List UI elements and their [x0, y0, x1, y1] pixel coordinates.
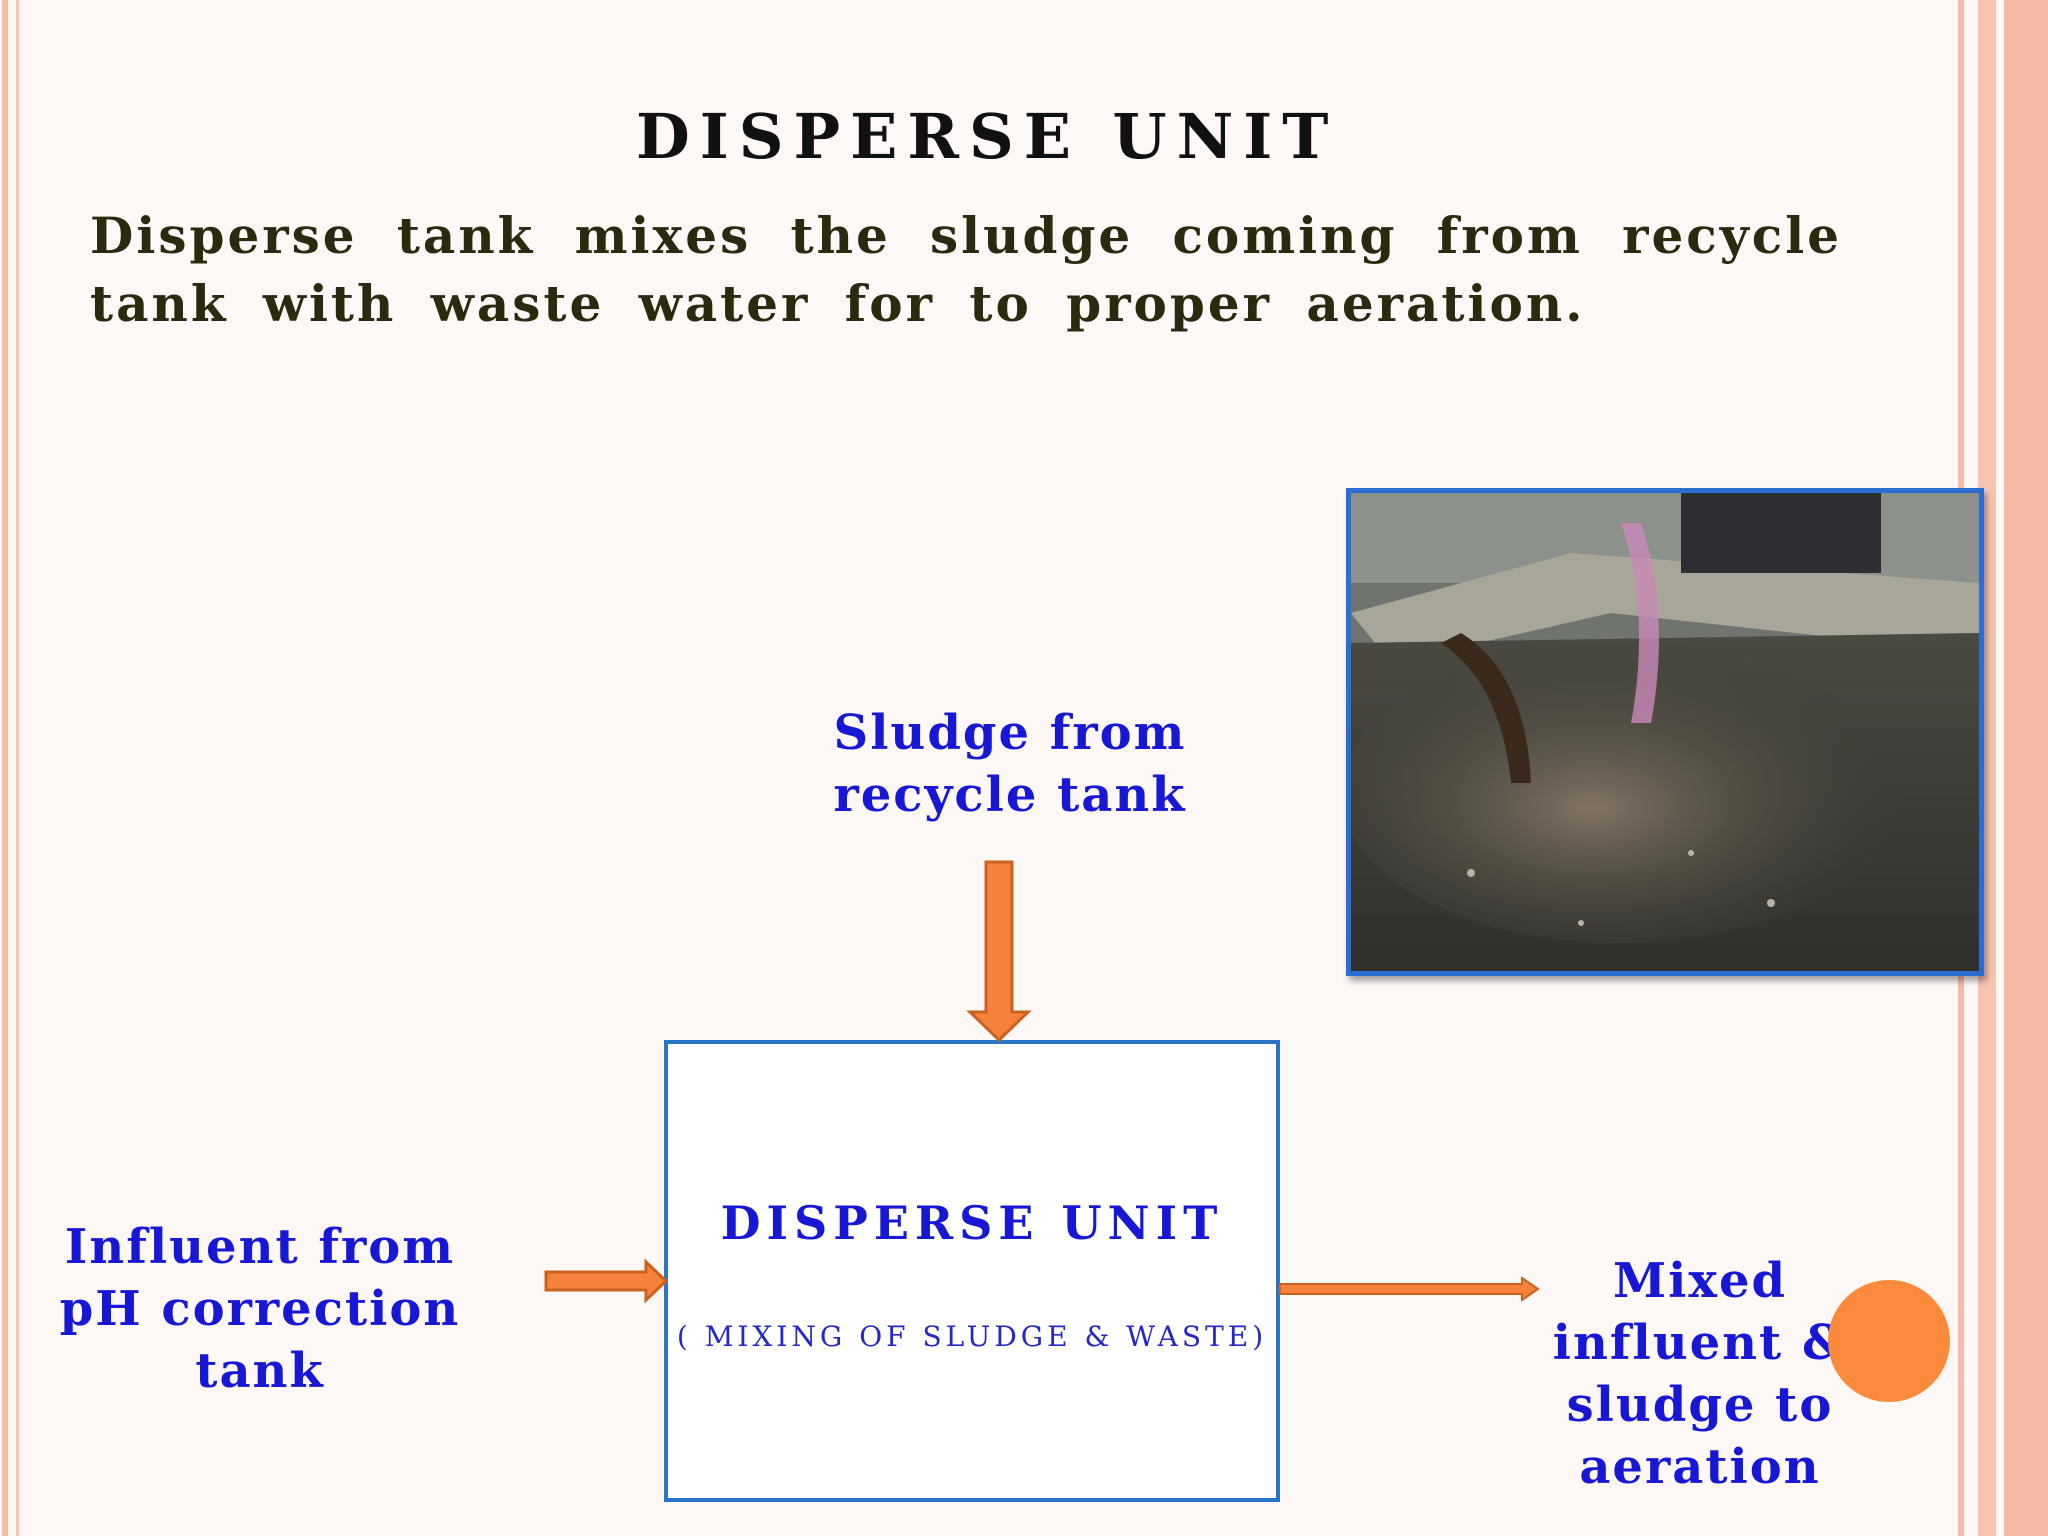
disperse-unit-box: DISPERSE UNIT ( MIXING OF SLUDGE & WASTE… [664, 1040, 1280, 1502]
unit-title: DISPERSE UNIT [720, 1196, 1224, 1250]
left-border-line [2, 0, 8, 1536]
slide-description: Disperse tank mixes the sludge coming fr… [90, 206, 1842, 333]
left-border-line-thin [16, 0, 19, 1536]
right-border-band-wide [2004, 0, 2048, 1536]
disperse-tank-photo [1346, 488, 1984, 976]
influent-input-label: Influent from pH correction tank [59, 1219, 461, 1399]
influent-arrow-right [544, 1258, 669, 1304]
slide-title: DISPERSE UNIT [636, 100, 1339, 173]
sludge-input-label: Sludge from recycle tank [833, 705, 1187, 823]
output-arrow-right [1279, 1276, 1540, 1302]
tank-photo-illustration [1351, 493, 1979, 971]
decorative-orange-circle [1828, 1280, 1950, 1402]
unit-subtitle: ( MIXING OF SLUDGE & WASTE) [676, 1320, 1268, 1353]
right-border-band [1978, 0, 1996, 1536]
sludge-arrow-down [966, 860, 1032, 1043]
mixed-output-label: Mixed influent & sludge to aeration [1552, 1253, 1848, 1495]
